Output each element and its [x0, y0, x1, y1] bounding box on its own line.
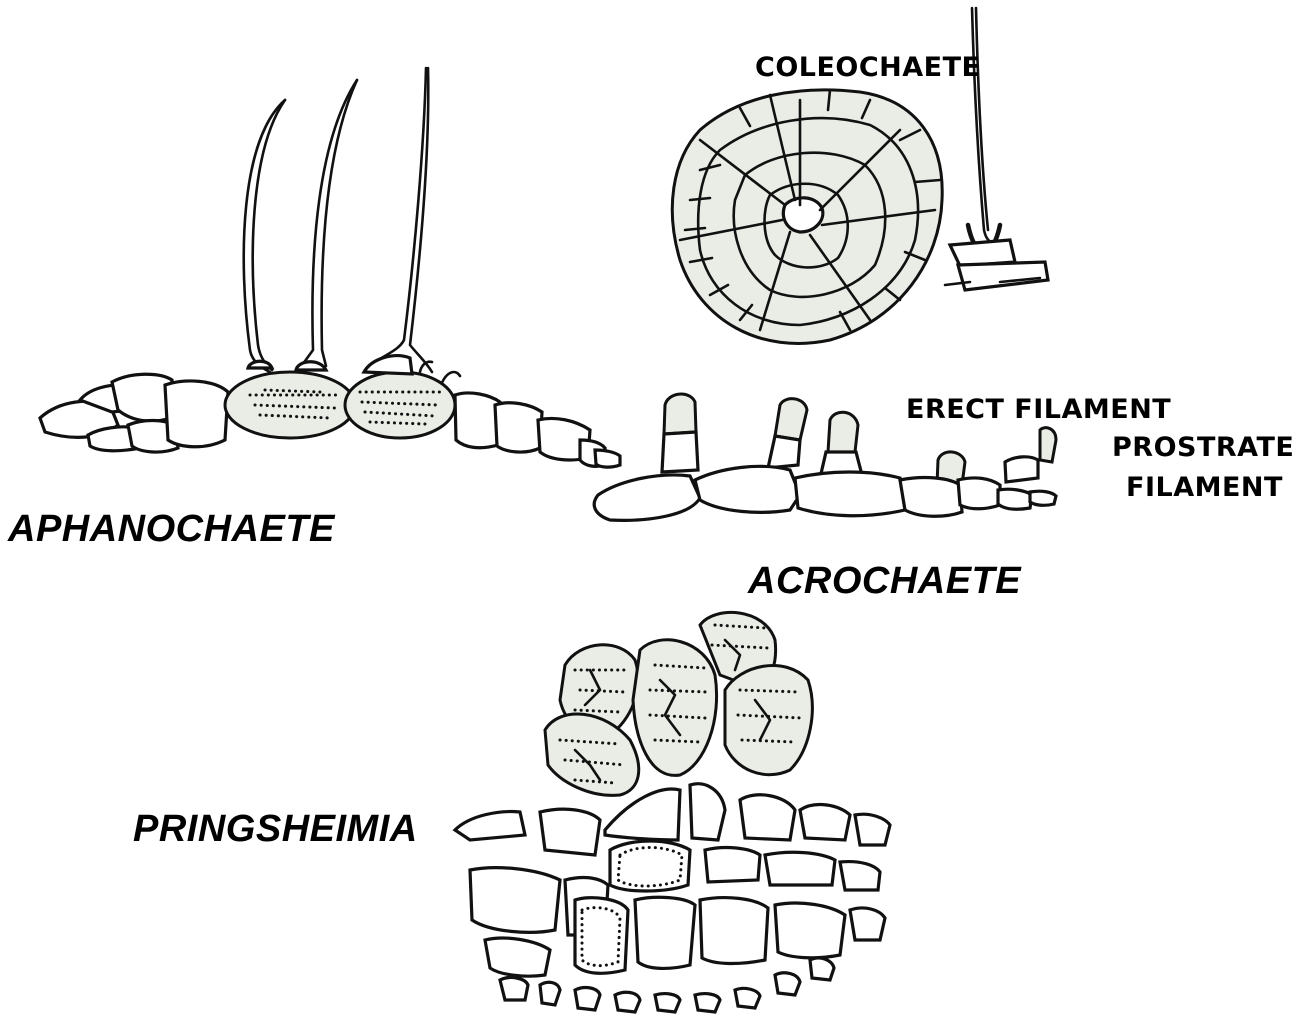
- label-pringsheimia: PRINGSHEIMIA: [133, 808, 418, 851]
- label-prostrate-line1: PROSTRATE: [1112, 432, 1294, 463]
- label-acrochaete: ACROCHAETE: [748, 560, 1021, 603]
- label-coleochaete: COLEOCHAETE: [755, 52, 980, 83]
- aphanochaete-drawing: [40, 68, 620, 467]
- label-aphanochaete: APHANOCHAETE: [8, 508, 335, 551]
- aphanochaete-filament: [40, 356, 620, 467]
- label-erect-filament: ERECT FILAMENT: [906, 394, 1171, 425]
- acrochaete-prostrate-filament: [594, 466, 1056, 520]
- coleochaete-seta: [945, 8, 1048, 290]
- label-prostrate-line2: FILAMENT: [1126, 472, 1283, 503]
- pringsheimia-sporangia: [545, 612, 812, 795]
- pringsheimia-disc-cells: [455, 784, 890, 1012]
- pringsheimia-drawing: [455, 612, 890, 1012]
- aphanochaete-setae: [244, 68, 432, 372]
